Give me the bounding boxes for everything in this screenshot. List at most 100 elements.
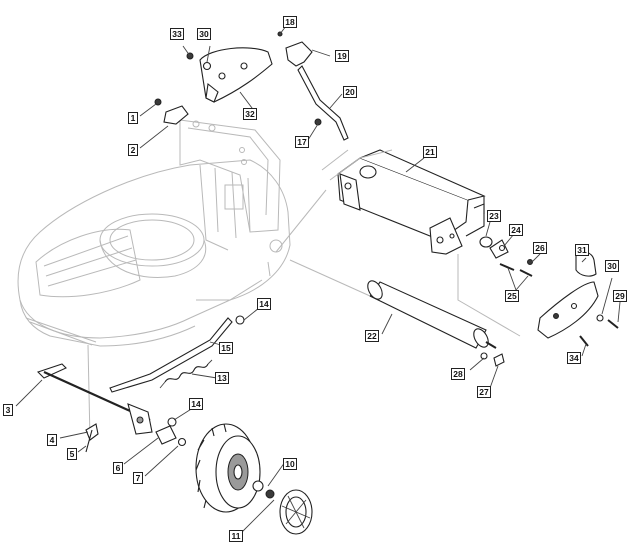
callout-22: 22: [365, 330, 379, 342]
callout-box: [505, 290, 519, 302]
callout-labels: 1234567101113141415171819202122232425262…: [3, 16, 627, 542]
callout-number: 31: [577, 245, 587, 255]
callout-number: 28: [453, 369, 463, 379]
callout-27: 27: [477, 386, 491, 398]
callout-box: [215, 372, 229, 384]
callout-box: [128, 112, 138, 124]
assembly-guide-lines: [275, 189, 521, 337]
callout-number: 5: [70, 449, 75, 459]
rear-roller-housing: [321, 149, 486, 255]
callout-number: 33: [172, 29, 182, 39]
callout-number: 11: [232, 531, 241, 541]
callout-box: [283, 16, 297, 28]
callout-box: [197, 28, 211, 40]
callout-4: 4: [47, 434, 57, 446]
rear-axle-assembly: [36, 363, 187, 453]
callout-box: [605, 260, 619, 272]
callout-30b: 30: [605, 260, 619, 272]
callout-box: [133, 472, 143, 484]
callout-box: [533, 242, 547, 254]
callout-30a: 30: [197, 28, 211, 40]
callout-number: 7: [136, 473, 141, 483]
callout-number: 32: [245, 109, 255, 119]
callout-number: 18: [285, 17, 295, 27]
callout-box: [575, 244, 589, 256]
callout-number: 21: [425, 147, 435, 157]
callout-box: [170, 28, 184, 40]
callout-15: 15: [219, 342, 233, 354]
right-side-cover: [537, 251, 619, 347]
mower-deck-outline: [17, 119, 291, 441]
callout-box: [335, 50, 349, 62]
rear-roller: [367, 280, 505, 367]
callout-number: 14: [191, 399, 201, 409]
callout-number: 22: [367, 331, 377, 341]
callout-box: [67, 448, 77, 460]
callout-21: 21: [423, 146, 437, 158]
callout-box: [423, 146, 437, 158]
callout-number: 1: [131, 113, 136, 123]
callout-box: [343, 86, 357, 98]
callout-19: 19: [335, 50, 349, 62]
callout-box: [451, 368, 465, 380]
callout-5: 5: [67, 448, 77, 460]
callout-1: 1: [128, 112, 138, 124]
callout-7: 7: [133, 472, 143, 484]
callout-box: [243, 108, 257, 120]
callout-number: 6: [116, 463, 121, 473]
callout-34: 34: [567, 352, 581, 364]
callout-box: [219, 342, 233, 354]
callout-17: 17: [295, 136, 309, 148]
callout-box: [613, 290, 627, 302]
callout-6: 6: [113, 462, 123, 474]
callout-number: 29: [615, 291, 625, 301]
callout-box: [128, 144, 138, 156]
callout-number: 24: [511, 225, 521, 235]
callout-number: 4: [50, 435, 55, 445]
callout-18: 18: [283, 16, 297, 28]
callout-29: 29: [613, 290, 627, 302]
handle-bracket-lever: [154, 31, 349, 141]
callout-number: 10: [285, 459, 295, 469]
adjust-rod-and-spring: [109, 315, 245, 393]
callout-box: [257, 298, 271, 310]
callout-box: [477, 386, 491, 398]
callout-box: [365, 330, 379, 342]
callout-box: [487, 210, 501, 222]
callout-number: 3: [6, 405, 11, 415]
callout-10: 10: [283, 458, 297, 470]
callout-number: 23: [489, 211, 499, 221]
callout-box: [47, 434, 57, 446]
callout-2: 2: [128, 144, 138, 156]
callout-25: 25: [505, 290, 519, 302]
callout-31: 31: [575, 244, 589, 256]
callout-11: 11: [229, 530, 243, 542]
callout-24: 24: [509, 224, 523, 236]
callout-number: 30: [607, 261, 617, 271]
callout-number: 17: [297, 137, 307, 147]
callout-number: 27: [479, 387, 489, 397]
callout-28: 28: [451, 368, 465, 380]
bushings-and-screws: [479, 236, 533, 277]
callout-box: [189, 398, 203, 410]
callout-number: 14: [259, 299, 269, 309]
callout-box: [509, 224, 523, 236]
callout-20: 20: [343, 86, 357, 98]
callout-number: 34: [569, 353, 579, 363]
callout-number: 30: [199, 29, 209, 39]
callout-box: [113, 462, 123, 474]
callout-box: [283, 458, 297, 470]
callout-number: 20: [345, 87, 355, 97]
callout-number: 15: [221, 343, 231, 353]
callout-number: 19: [337, 51, 347, 61]
callout-number: 13: [217, 373, 227, 383]
callout-13: 13: [215, 372, 229, 384]
callout-14b: 14: [189, 398, 203, 410]
callout-box: [567, 352, 581, 364]
callout-box: [3, 404, 13, 416]
callout-box: [295, 136, 309, 148]
callout-26: 26: [533, 242, 547, 254]
callout-number: 2: [131, 145, 136, 155]
